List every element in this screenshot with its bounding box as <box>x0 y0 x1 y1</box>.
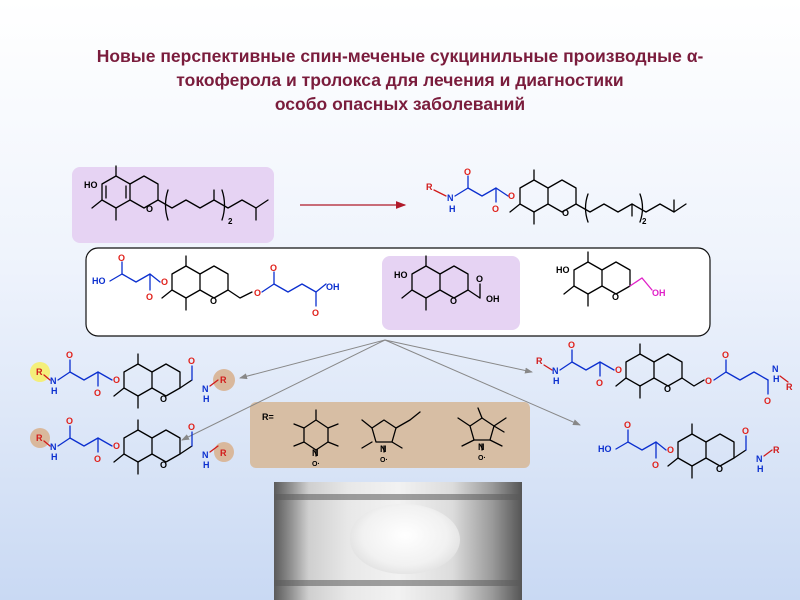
svg-text:HO: HO <box>84 180 98 190</box>
svg-text:O: O <box>667 445 674 455</box>
svg-text:O: O <box>161 277 168 287</box>
svg-text:R: R <box>786 382 793 392</box>
svg-text:H: H <box>757 464 764 474</box>
trolox-bis-amide-structure-1: R N H O O O O O N H R <box>30 350 235 409</box>
svg-text:R: R <box>536 356 543 366</box>
svg-text:O: O <box>94 454 101 464</box>
title-line-1: Новые перспективные спин-меченые сукцини… <box>96 46 704 66</box>
svg-text:O: O <box>160 394 167 404</box>
svg-text:N: N <box>50 376 57 386</box>
svg-text:O: O <box>94 388 101 398</box>
svg-text:O: O <box>146 204 153 214</box>
svg-text:OH: OH <box>652 288 666 298</box>
title-line-2: токоферола и тролокса для лечения и диаг… <box>176 70 624 90</box>
trolox-bis-amide-structure-2: R N H O O O O O N H R <box>30 416 234 475</box>
svg-text:O: O <box>508 191 515 201</box>
tocopherol-highlight-box <box>72 167 274 243</box>
svg-text:N: N <box>50 442 57 452</box>
svg-text:O: O <box>722 350 729 360</box>
svg-text:O: O <box>254 288 261 298</box>
alpha-tocopherol-structure: HO O 2 <box>84 165 269 226</box>
svg-text:O: O <box>764 396 771 406</box>
svg-text:O·: O· <box>380 457 388 464</box>
svg-text:N: N <box>552 366 559 376</box>
svg-text:O: O <box>624 420 631 430</box>
svg-text:R: R <box>773 445 780 455</box>
svg-text:N: N <box>478 442 485 452</box>
svg-text:HO: HO <box>556 265 570 275</box>
svg-text:N: N <box>202 384 209 394</box>
svg-text:N: N <box>447 193 454 203</box>
svg-text:O: O <box>450 296 457 306</box>
svg-text:O: O <box>664 384 671 394</box>
svg-text:N: N <box>312 448 319 458</box>
svg-text:H: H <box>553 376 560 386</box>
svg-text:R: R <box>36 367 43 377</box>
svg-text:2: 2 <box>642 217 647 226</box>
svg-text:R: R <box>36 433 43 443</box>
rat-image <box>350 504 460 574</box>
svg-text:O: O <box>476 274 483 284</box>
svg-text:N: N <box>202 450 209 460</box>
svg-text:OH: OH <box>486 294 500 304</box>
trolox-alcohol-structure: HO O OH <box>556 251 666 307</box>
svg-text:H: H <box>51 452 58 462</box>
svg-text:O: O <box>562 208 569 218</box>
title-line-3: особо опасных заболеваний <box>274 94 526 114</box>
svg-text:O: O <box>210 296 217 306</box>
svg-text:HO: HO <box>394 270 408 280</box>
svg-text:N: N <box>756 454 763 464</box>
trolox-structure: HO O O OH <box>394 255 500 311</box>
trolox-highlight-box <box>382 256 520 330</box>
svg-text:O: O <box>492 204 499 214</box>
svg-text:R: R <box>220 375 227 385</box>
svg-text:2: 2 <box>228 217 233 226</box>
svg-text:O: O <box>188 422 195 432</box>
svg-text:O: O <box>146 292 153 302</box>
svg-text:O: O <box>705 376 712 386</box>
svg-text:H: H <box>51 386 58 396</box>
svg-text:OH: OH <box>326 282 340 292</box>
svg-text:O: O <box>568 340 575 350</box>
svg-text:O: O <box>118 253 125 263</box>
slide-title: Новые перспективные спин-меченые сукцини… <box>40 44 760 116</box>
svg-text:H: H <box>773 374 780 384</box>
tocopherol-succinate-amide-structure: R N H O O O O 2 <box>426 167 687 226</box>
succinyl-trolox-amide-structure: HO O O O O O N H R <box>598 420 780 479</box>
svg-text:O: O <box>312 308 319 318</box>
svg-text:O: O <box>66 350 73 360</box>
svg-text:H: H <box>203 460 210 470</box>
svg-text:O: O <box>742 426 749 436</box>
svg-text:O: O <box>596 378 603 388</box>
trolox-disuccinate-structure: HO O O O O O O O OH <box>92 253 340 318</box>
svg-text:O: O <box>615 365 622 375</box>
svg-text:HO: HO <box>598 444 612 454</box>
svg-text:R: R <box>220 448 227 458</box>
nitroxide-radicals-legend: R= N O· N O· N O· <box>262 407 507 468</box>
svg-text:O·: O· <box>312 461 320 468</box>
svg-text:O: O <box>716 464 723 474</box>
svg-text:O: O <box>160 460 167 470</box>
svg-text:N: N <box>772 364 779 374</box>
nitroxide-legend-box <box>250 402 530 468</box>
svg-text:O: O <box>270 263 277 273</box>
svg-text:O: O <box>66 416 73 426</box>
svg-text:O·: O· <box>478 455 486 462</box>
svg-text:R: R <box>426 182 433 192</box>
lab-animal-photo <box>274 482 522 600</box>
svg-text:O: O <box>464 167 471 177</box>
trolox-amide-succinate-structure: R N H O O O O O O O N H R <box>536 340 793 406</box>
svg-text:H: H <box>203 394 210 404</box>
fan-arrows <box>181 339 581 441</box>
svg-text:N: N <box>380 444 387 454</box>
svg-text:R=: R= <box>262 412 274 422</box>
svg-text:HO: HO <box>92 276 106 286</box>
svg-text:O: O <box>113 375 120 385</box>
svg-text:O: O <box>188 356 195 366</box>
svg-text:O: O <box>113 441 120 451</box>
svg-text:O: O <box>612 292 619 302</box>
svg-text:H: H <box>449 204 456 214</box>
svg-text:O: O <box>652 460 659 470</box>
